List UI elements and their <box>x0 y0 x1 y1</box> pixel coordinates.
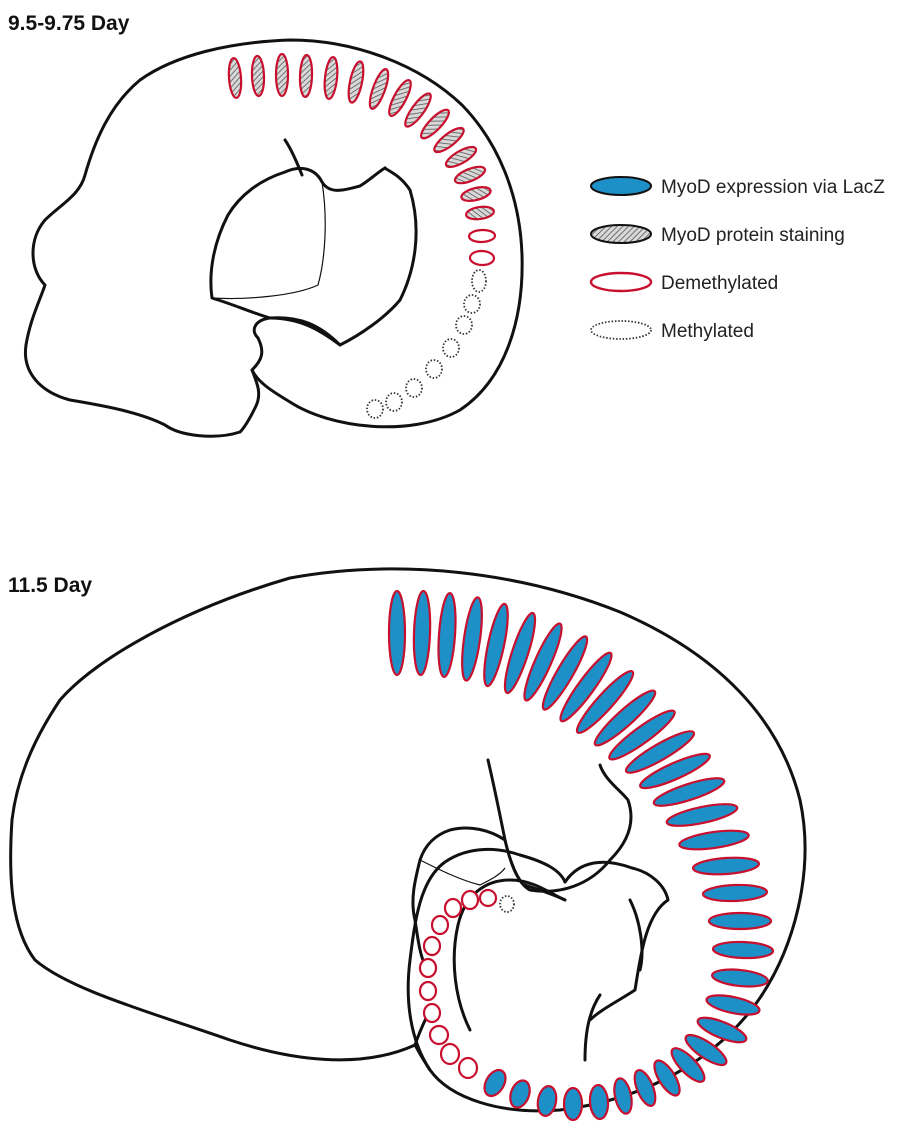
somite-late-demethylated <box>441 1044 459 1064</box>
somite-late-demethylated <box>480 890 496 906</box>
legend-label-protein: MyoD protein staining <box>661 225 845 246</box>
tail-fold-early <box>240 370 259 432</box>
legend-symbol-demethylated <box>591 273 651 291</box>
somite-early-methylated <box>456 316 472 334</box>
somite-late-demethylated <box>432 916 448 934</box>
somite-late-lacz <box>536 1085 559 1118</box>
somite-late-lacz <box>458 596 486 681</box>
somite-late-demethylated <box>424 937 440 955</box>
somite-late-demethylated <box>420 982 436 1000</box>
head-fold-late <box>565 862 668 1020</box>
somite-late-lacz <box>678 827 750 853</box>
somite-early-methylated <box>367 400 383 418</box>
panel-title-late: 11.5 Day <box>8 574 92 597</box>
somite-early-protein <box>299 55 312 97</box>
somite-late-demethylated <box>430 1026 448 1044</box>
somite-late-methylated <box>500 896 514 912</box>
somite-early-methylated <box>406 379 422 397</box>
embryo-early <box>25 40 522 436</box>
somite-early-methylated <box>443 339 459 357</box>
legend: MyoD expression via LacZ MyoD protein sta… <box>591 177 885 342</box>
legend-symbol-methylated <box>591 321 651 339</box>
somite-late-demethylated <box>424 1004 440 1022</box>
somite-late-lacz <box>711 967 768 989</box>
somite-late-lacz <box>589 1084 609 1119</box>
somite-early-methylated <box>472 270 486 292</box>
legend-label-demethylated: Demethylated <box>661 273 778 294</box>
somite-early-methylated <box>386 393 402 411</box>
somite-early-demethylated <box>469 230 495 243</box>
somite-late-lacz <box>507 1078 533 1110</box>
somite-late-demethylated <box>462 891 478 909</box>
legend-label-methylated: Methylated <box>661 321 754 342</box>
panel-title-early: 9.5-9.75 Day <box>8 12 130 35</box>
heart-late <box>525 885 600 1060</box>
somite-early-methylated <box>464 295 480 313</box>
somite-early-protein <box>346 60 366 104</box>
somite-late-lacz <box>709 913 771 929</box>
somites-early <box>228 54 496 418</box>
somite-late-lacz <box>713 941 774 959</box>
legend-label-lacz: MyoD expression via LacZ <box>661 177 885 198</box>
legend-symbol-lacz <box>591 177 651 195</box>
somite-early-protein <box>460 185 492 204</box>
somite-early-protein <box>251 56 264 96</box>
somite-late-lacz <box>703 884 768 902</box>
somite-late-lacz <box>693 856 760 877</box>
somite-late-demethylated <box>420 959 436 977</box>
somite-late-lacz <box>611 1077 634 1116</box>
somite-late-demethylated <box>459 1058 477 1078</box>
somite-late-demethylated <box>445 899 461 917</box>
somite-late-lacz <box>480 1066 510 1099</box>
somite-early-protein <box>465 205 494 221</box>
legend-symbol-protein <box>591 225 651 243</box>
inner-fold-line-early <box>212 182 325 298</box>
embryo-early-outline <box>25 40 522 436</box>
somite-early-protein <box>276 54 288 96</box>
somite-late-lacz <box>705 992 761 1019</box>
brain-fold-late <box>488 760 631 891</box>
somite-early-methylated <box>426 360 442 378</box>
somite-late-lacz <box>436 593 458 678</box>
somite-late-lacz <box>389 591 405 675</box>
somite-early-demethylated <box>470 251 494 266</box>
somite-early-protein <box>453 163 487 186</box>
somite-late-lacz <box>413 591 432 676</box>
somite-early-protein <box>228 58 243 99</box>
somite-late-lacz <box>564 1088 582 1120</box>
somite-early-protein <box>323 56 339 99</box>
somite-early-protein <box>366 67 392 111</box>
